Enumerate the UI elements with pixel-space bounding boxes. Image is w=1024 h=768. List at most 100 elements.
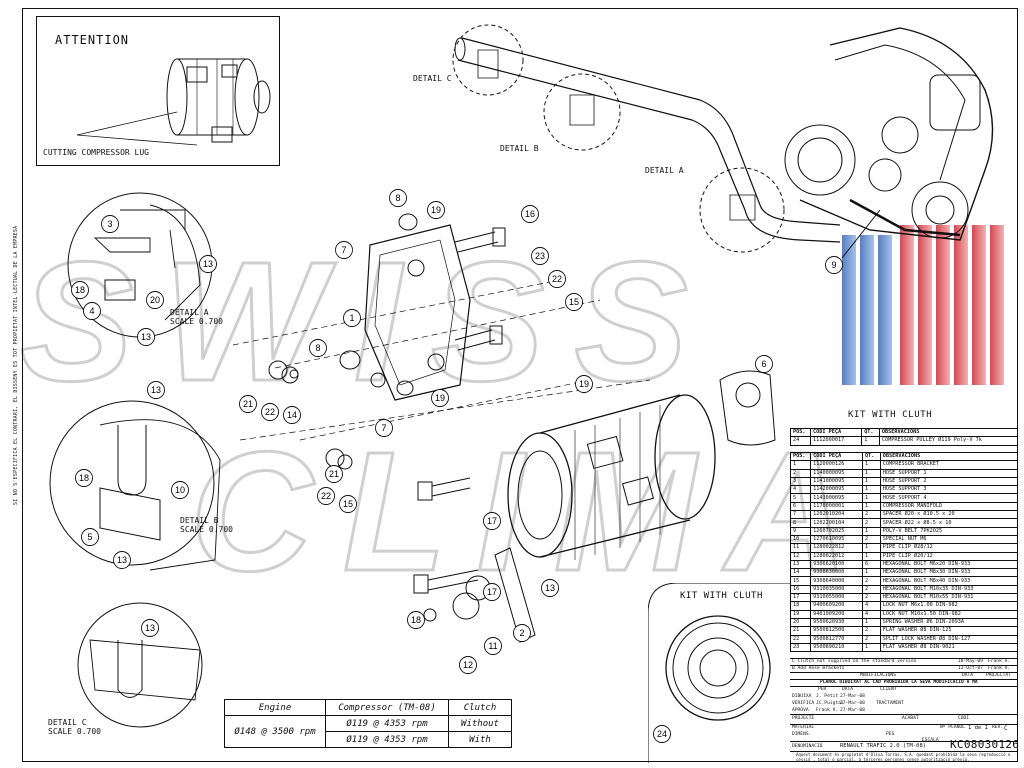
bom-main-row-cell: 16 [789, 584, 812, 595]
bom-main-row-cell: 9400609200 [810, 601, 863, 611]
part-balloon-12: 12 [459, 656, 477, 674]
bom-main-row-cell: 2 [789, 468, 812, 478]
part-balloon-label: 2 [519, 628, 524, 638]
aprova-label: APROVA [792, 708, 809, 713]
bom-main-row-cell: 1 [861, 568, 881, 578]
verifica-label: VERIFICA [792, 701, 815, 706]
bom-main-row-cell: SPECIAL NUT M6 [879, 534, 1019, 545]
bom-main-row-cell: 1141000095 [810, 476, 863, 487]
bom-main-header-row-cell: CODI PEÇA [810, 451, 863, 462]
part-balloon-label: 18 [79, 473, 89, 483]
bom-main-row-cell: 1 [861, 617, 881, 628]
bom-main-row-cell: 1 [861, 493, 881, 503]
part-balloon-label: 15 [569, 297, 579, 307]
part-balloon-label: 11 [488, 641, 497, 651]
bom-main-row-cell: 1 [861, 642, 881, 653]
bom-main-row-cell: 6 [789, 501, 812, 512]
part-balloon-label: 21 [329, 469, 339, 479]
part-balloon-label: 18 [411, 615, 421, 625]
detail-b-scale-label: DETAIL B SCALE 0.700 [180, 516, 233, 534]
bom-main-row-cell: 2 [861, 626, 881, 636]
bom-main-row-cell: 1170000001 [810, 501, 863, 512]
rev-header-projectat: PROJECTAT [986, 673, 1011, 678]
part-balloon-8: 8 [309, 339, 327, 357]
bom-kit-title: KIT WITH CLUTH [848, 410, 933, 420]
part-balloon-label: 12 [463, 660, 473, 670]
bom-main-row-cell: 9308630000 [810, 568, 863, 578]
dibuixa-date: 27-Mar-08 [840, 694, 865, 699]
bom-main-row-cell: HOSE SUPPORT 4 [879, 493, 1019, 503]
drawing-description: RENAULT TRAFIC 2.0 (TM-08) [840, 743, 927, 749]
bom-kit-header-row-cell: OBSERVACIONS [878, 427, 1019, 438]
bom-main-row-cell: FLAT WASHER Ø8 DIN-9021 [879, 642, 1019, 653]
client-header: CLIENT [880, 687, 897, 692]
detail-a-label: DETAIL A [645, 166, 684, 175]
bom-main-row-cell: HEXAGONAL BOLT M10x35 DIN-933 [879, 584, 1019, 595]
plano-label: Nº PLÀNOL [940, 725, 965, 730]
bom-main-row-cell: 2 [861, 584, 881, 595]
material-label: MATERIAL [792, 725, 815, 730]
dibuixa-name: J. Petit [816, 694, 839, 699]
part-balloon-22: 22 [317, 487, 335, 505]
tractament-label: TRACTAMENT [876, 701, 904, 706]
escala-label: ESCALA [922, 738, 939, 743]
part-balloon-19: 19 [427, 201, 445, 219]
part-balloon-21: 21 [325, 465, 343, 483]
part-balloon-label: 17 [487, 516, 497, 526]
bom-main-row-cell: LOCK NUT M10x1.50 DIN-982 [879, 609, 1019, 619]
bom-main-row-cell: 1120000126 [810, 460, 863, 470]
part-balloon-label: 4 [89, 306, 94, 316]
bom-kit-header-row-cell: CODI PEÇA [810, 427, 863, 438]
bom-main-row-cell: 4 [861, 609, 881, 619]
part-balloon-7: 7 [375, 419, 393, 437]
bom-main-row-cell: 23 [789, 642, 812, 653]
acabat-label: ACABAT [902, 716, 919, 721]
bom-main-row-cell: 1 [861, 460, 881, 470]
detail-c-label: DETAIL C [413, 74, 452, 83]
pes-label: PES [886, 732, 895, 737]
rev-b-date: 12-Oct-07 [958, 666, 983, 671]
denominacio-label: DENOMINACIÓ [792, 744, 823, 749]
part-balloon-8: 8 [389, 189, 407, 207]
part-balloon-label: 7 [381, 423, 386, 433]
bom-main-row-cell: 2 [861, 510, 881, 520]
part-balloon-label: 19 [579, 379, 589, 389]
bom-main-row-cell: 2 [861, 634, 881, 644]
bom-main-row-cell: HOSE SUPPORT 2 [879, 476, 1019, 487]
bom-main-row-cell: 14 [789, 568, 812, 578]
part-balloon-label: 8 [315, 343, 320, 353]
part-balloon-1: 1 [343, 309, 361, 327]
part-balloon-19: 19 [575, 375, 593, 393]
bom-main-row-cell: 3 [789, 476, 812, 487]
bom-main-row-cell: 1140000095 [810, 468, 863, 478]
part-balloon-22: 22 [548, 270, 566, 288]
compressor-header: Compressor (TM-08) [325, 699, 449, 716]
part-balloon-label: 10 [175, 485, 185, 495]
drawing-frame [22, 8, 1018, 762]
bom-main-row-cell: PIPE CLIP Ø20/12 [879, 551, 1019, 561]
kit-with-clutch-panel: KIT WITH CLUTH [648, 583, 790, 763]
part-balloon-label: 7 [341, 245, 346, 255]
bom-main-row-cell: 15 [789, 576, 812, 586]
bom-main-row-cell: 21 [789, 626, 812, 636]
aprova-date: 27-Mar-08 [840, 708, 865, 713]
bom-main-row-cell: HOSE SUPPORT 1 [879, 468, 1019, 478]
verifica-name: JC.Puigtal [816, 701, 844, 706]
part-balloon-15: 15 [565, 293, 583, 311]
bom-main-row-cell: 1202200104 [810, 518, 863, 528]
part-balloon-13: 13 [141, 619, 159, 637]
bom-main-row-cell: COMPRESSOR BRACKET [879, 460, 1019, 470]
part-balloon-9: 9 [825, 256, 843, 274]
bom-main-row-cell: LOCK NUT M6x1.00 DIN-982 [879, 601, 1019, 611]
bom-main-row-cell: 9310055000 [810, 593, 863, 603]
